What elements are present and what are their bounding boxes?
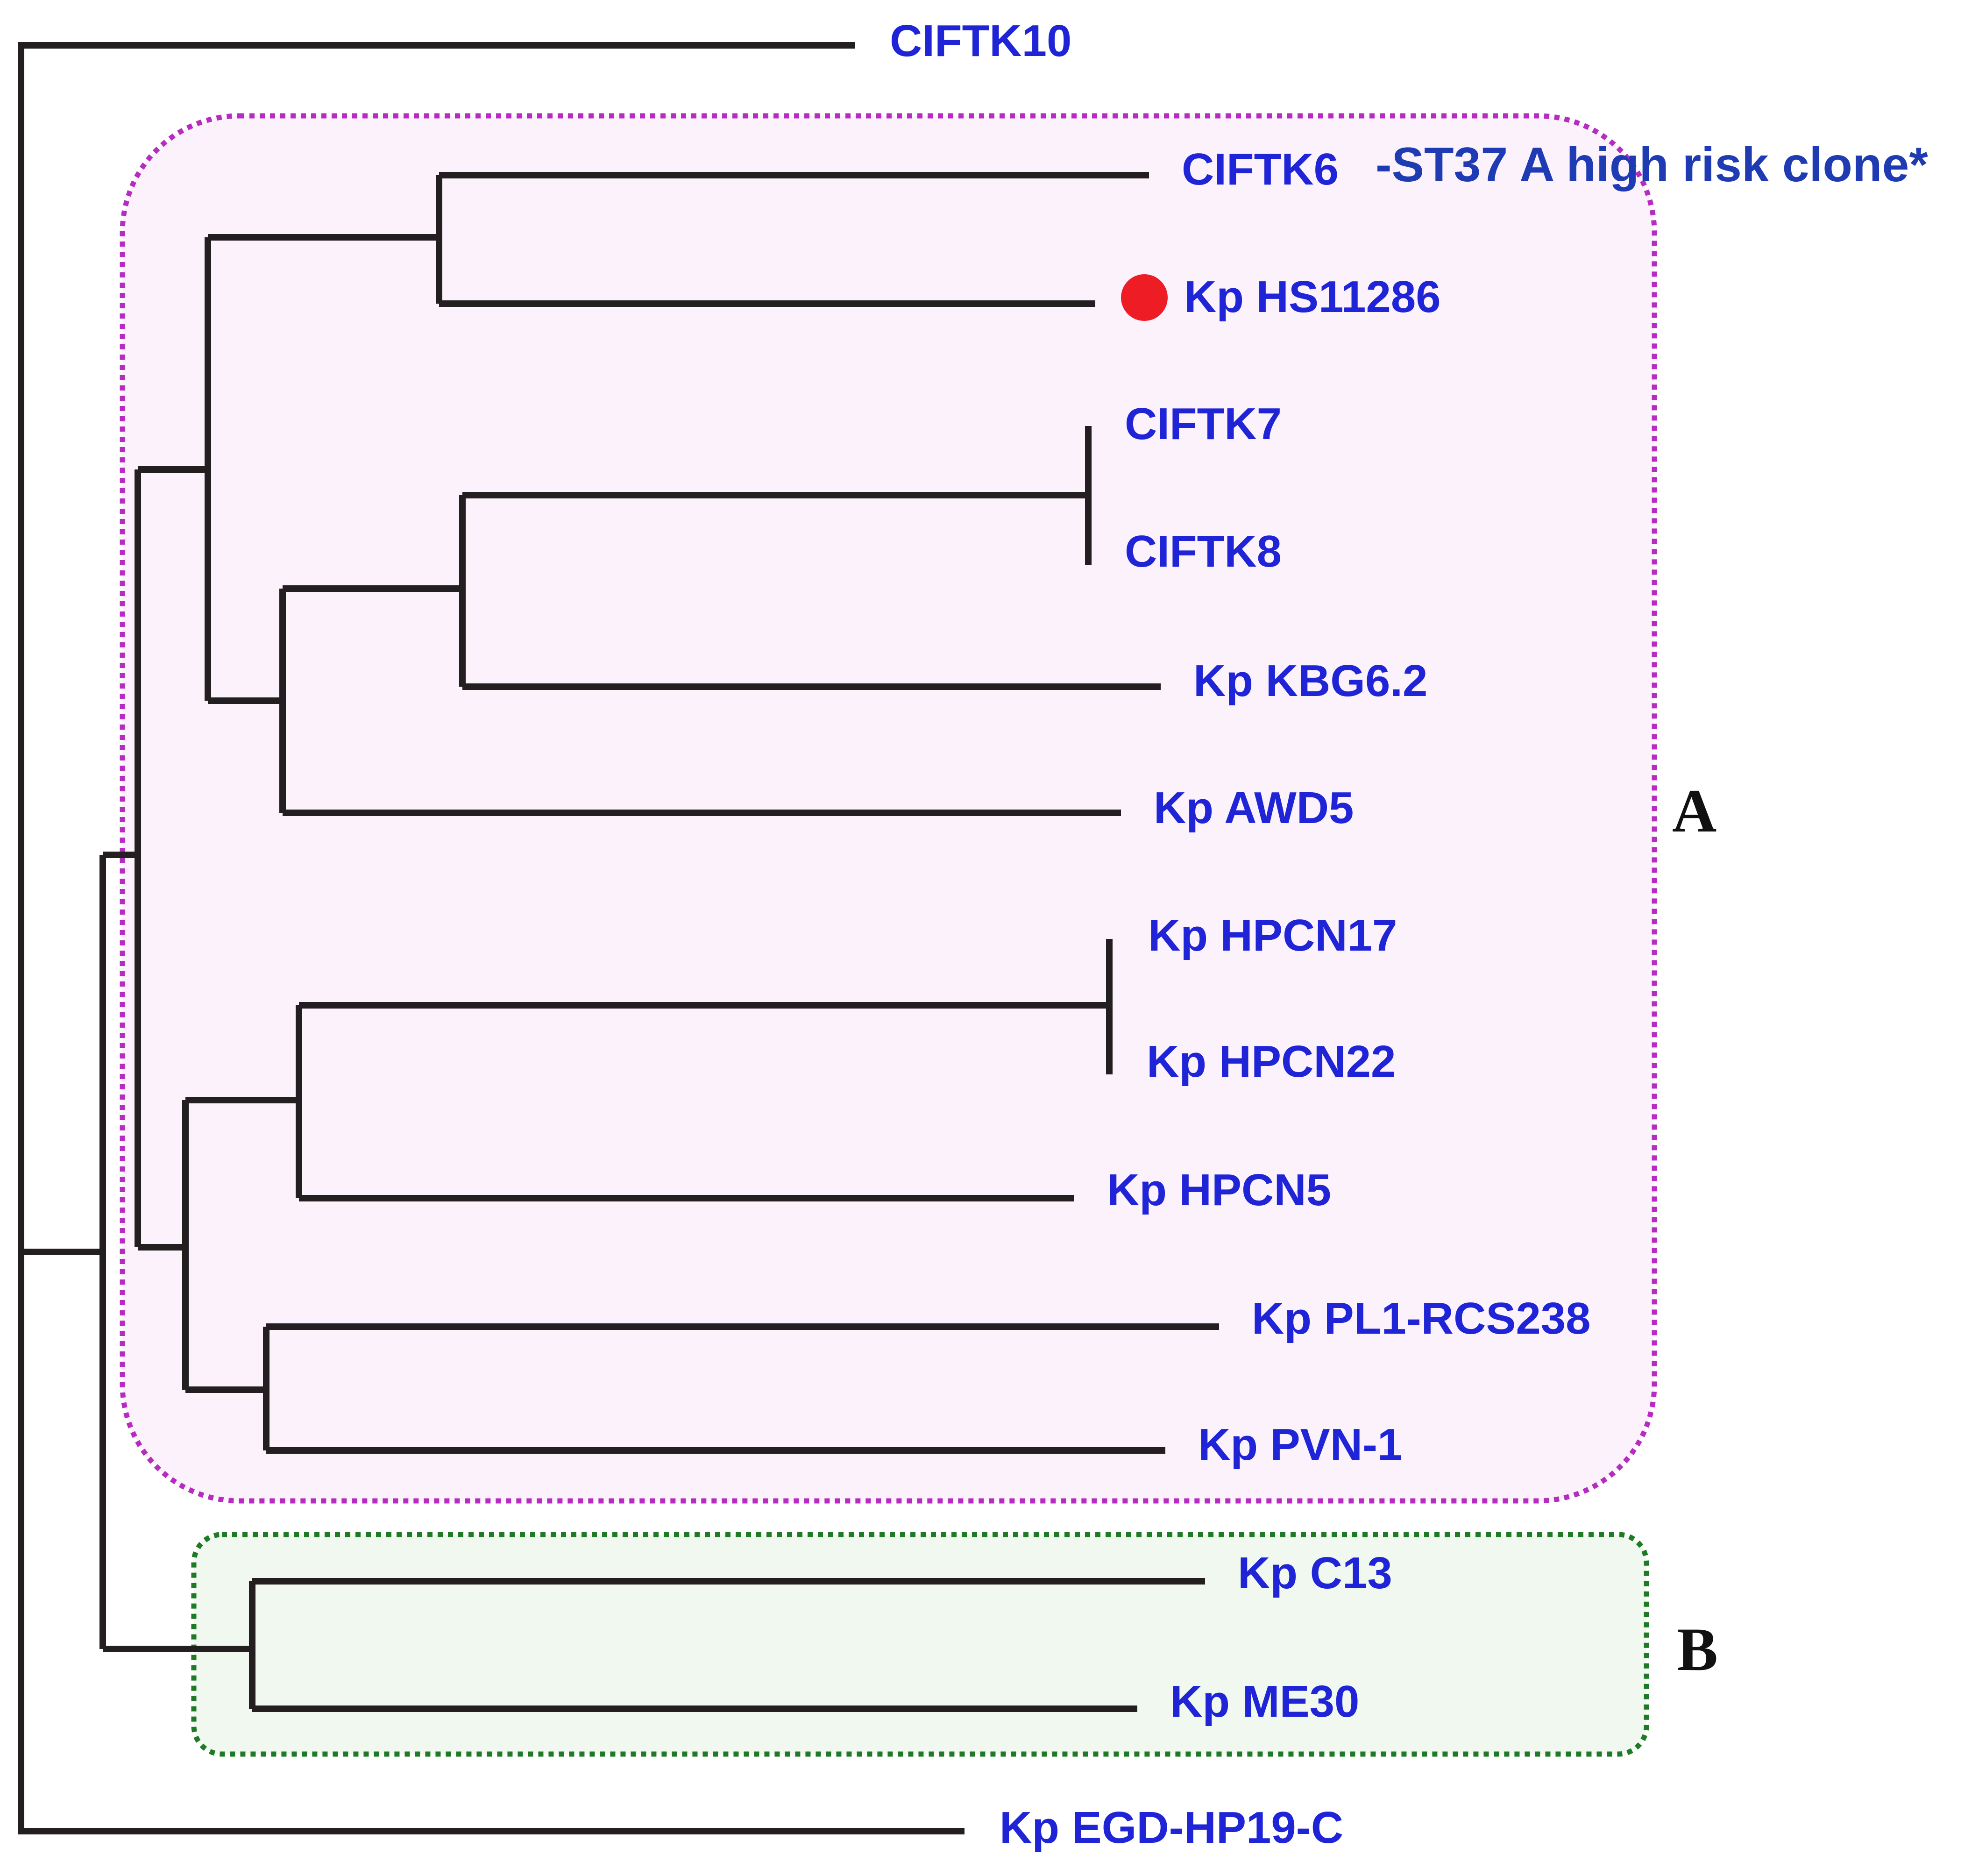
leaf-label-pl1-rcs238: Kp PL1-RCS238 bbox=[1252, 1293, 1591, 1343]
reference-strain-marker bbox=[1121, 274, 1168, 321]
tree-branches bbox=[18, 42, 1219, 1834]
root-branch bbox=[18, 42, 965, 1834]
clade-b-box bbox=[191, 1532, 1649, 1757]
group-label-b: B bbox=[1677, 1615, 1718, 1684]
leaf-label-hs11286: Kp HS11286 bbox=[1184, 272, 1441, 322]
leaf-label-c13: Kp C13 bbox=[1238, 1548, 1392, 1598]
leaf-label-kbg62: Kp KBG6.2 bbox=[1193, 656, 1427, 706]
leaf-label-awd5: Kp AWD5 bbox=[1154, 783, 1354, 833]
leaf-label-hpcn22: Kp HPCN22 bbox=[1147, 1037, 1396, 1087]
leaf-label-ciftk8: CIFTK8 bbox=[1125, 526, 1282, 576]
clade-a-box bbox=[120, 113, 1657, 1504]
leaf-label-pvn1: Kp PVN-1 bbox=[1198, 1420, 1402, 1470]
leaf-label-ciftk10: CIFTK10 bbox=[890, 16, 1071, 66]
leaf-label-me30: Kp ME30 bbox=[1170, 1677, 1359, 1727]
high-risk-clone-annotation: -ST37 A high risk clone* bbox=[1376, 138, 1928, 192]
group-label-a: A bbox=[1672, 776, 1716, 845]
leaf-label-ciftk6: CIFTK6 bbox=[1182, 144, 1339, 194]
leaf-label-ciftk7: CIFTK7 bbox=[1125, 399, 1282, 449]
leaf-label-hpcn17: Kp HPCN17 bbox=[1148, 910, 1397, 960]
leaf-label-hpcn5: Kp HPCN5 bbox=[1107, 1165, 1331, 1215]
leaf-label-egd-hp19-c: Kp EGD-HP19-C bbox=[1000, 1803, 1343, 1853]
